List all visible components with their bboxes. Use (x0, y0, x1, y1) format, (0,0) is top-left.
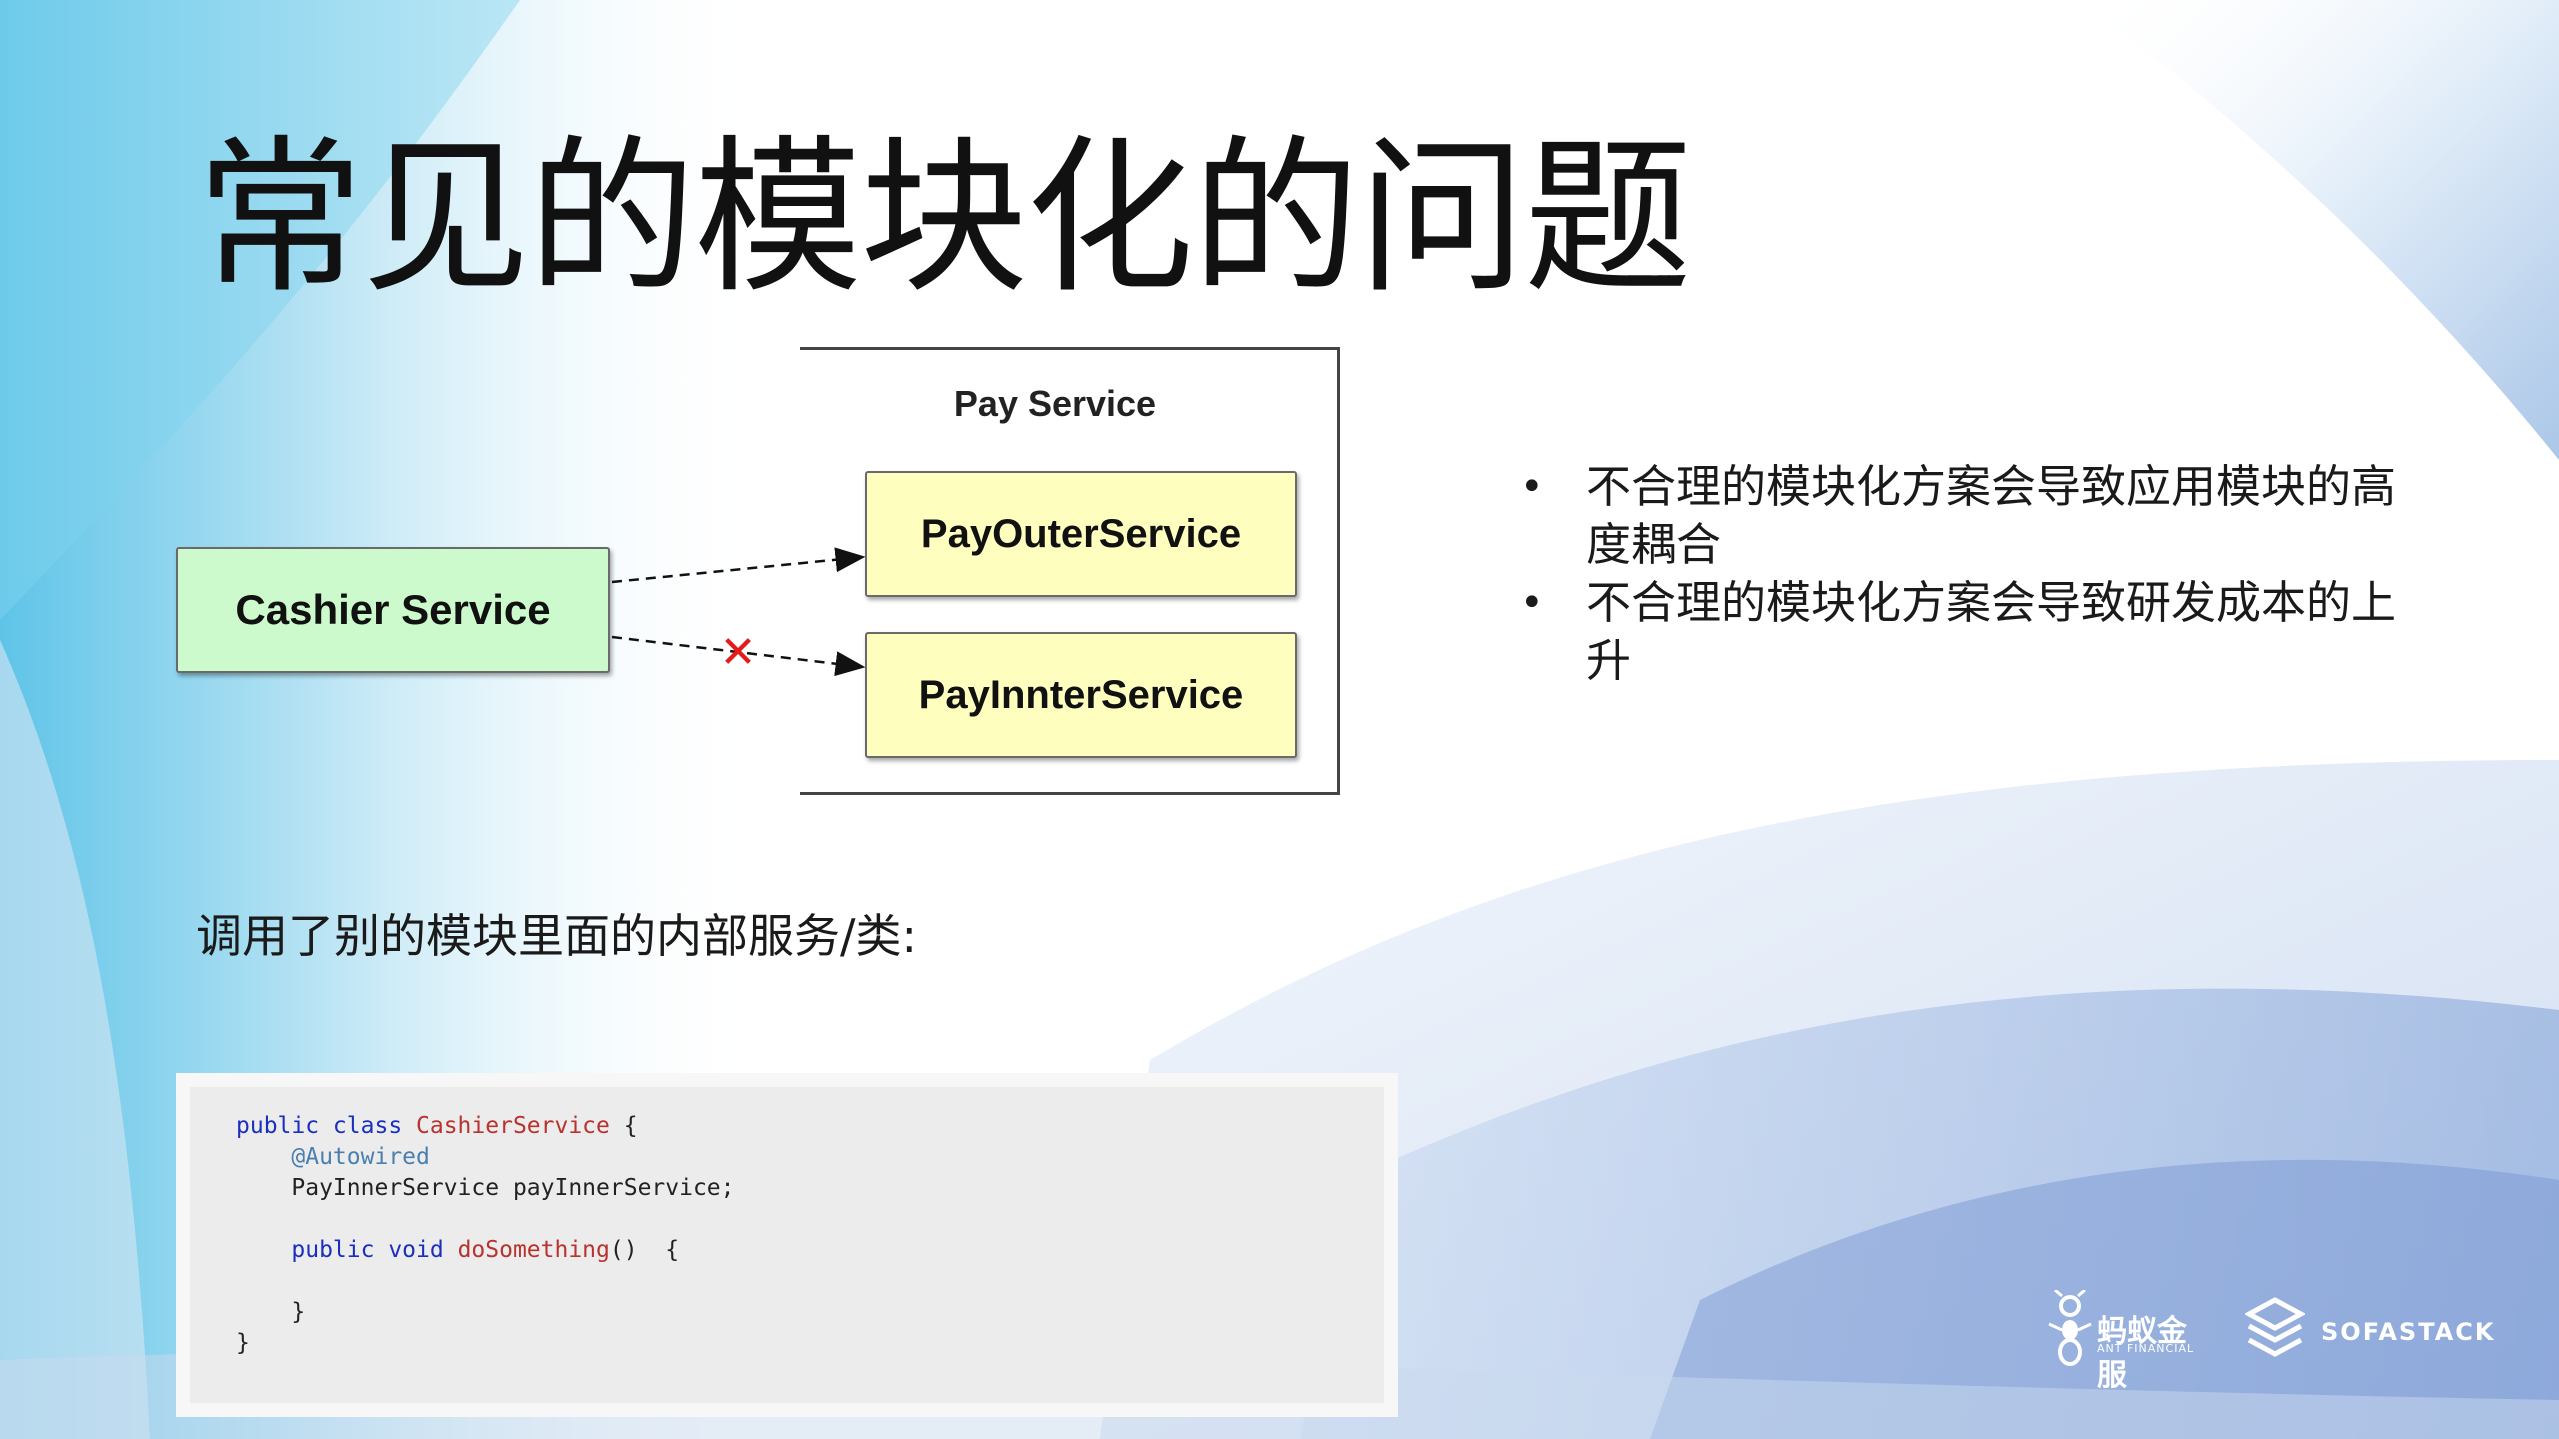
bullet-item: • 不合理的模块化方案会导致研发成本的上升 (1520, 574, 2420, 690)
cashier-service-label: Cashier Service (235, 586, 551, 633)
bullet-text: 不合理的模块化方案会导致应用模块的高度耦合 (1586, 460, 2397, 571)
pay-service-container-top-border (800, 347, 1340, 350)
pay-service-label: Pay Service (953, 383, 1157, 424)
dependency-arrows: ✕ (611, 547, 866, 678)
cashier-service-box: Cashier Service (176, 547, 610, 673)
sofastack-logo: SOFASTACK (2245, 1296, 2493, 1366)
sofastack-icon (2245, 1297, 2305, 1357)
code-annotation: @Autowired (236, 1144, 430, 1170)
bullet-dot: • (1520, 464, 1544, 510)
code-keyword: public void (236, 1237, 458, 1263)
pay-outer-service-box: PayOuterService (865, 471, 1297, 597)
bullet-item: • 不合理的模块化方案会导致应用模块的高度耦合 (1520, 458, 2420, 574)
ant-financial-text: 蚂蚁金服 (2097, 1314, 2187, 1393)
architecture-diagram: Pay Service ✕ Cashier Service PayOuterSe… (170, 345, 1360, 815)
ant-financial-logo: 蚂蚁金服 ANT FINANCIAL (2045, 1290, 2205, 1393)
code-caption: 调用了别的模块里面的内部服务/类: (196, 909, 917, 963)
code-text: () { (609, 1237, 680, 1263)
ant-financial-subtext: ANT FINANCIAL (2097, 1342, 2195, 1355)
bullet-list: • 不合理的模块化方案会导致应用模块的高度耦合 • 不合理的模块化方案会导致研发… (1520, 458, 2420, 690)
slide-title: 常见的模块化的问题 (196, 120, 1692, 316)
code-text: } (236, 1299, 306, 1325)
bullet-text: 不合理的模块化方案会导致研发成本的上升 (1586, 576, 2397, 687)
sofastack-text: SOFASTACK (2321, 1318, 2496, 1346)
pay-outer-service-label: PayOuterService (920, 511, 1242, 556)
code-snippet: public class CashierService { @Autowired… (236, 1111, 735, 1359)
bullet-dot: • (1520, 580, 1544, 626)
code-keyword: public class (236, 1113, 417, 1139)
arrow-to-outer-service (611, 547, 866, 584)
ant-icon (2048, 1290, 2092, 1366)
blocked-cross-mark: ✕ (720, 627, 757, 678)
code-text: } (236, 1330, 250, 1356)
code-text: PayInnerService payInnerService; (236, 1175, 735, 1201)
arrow-to-inner-service (611, 635, 866, 677)
code-text: { (609, 1113, 638, 1139)
code-method-name: doSomething (457, 1237, 610, 1263)
pay-inner-service-label: PayInnterService (918, 672, 1244, 717)
code-snippet-panel: public class CashierService { @Autowired… (176, 1073, 1398, 1417)
footer-logos: 蚂蚁金服 ANT FINANCIAL SOFASTACK (2045, 1290, 2493, 1393)
pay-inner-service-box: PayInnterService (865, 632, 1297, 758)
code-class-name: CashierService (416, 1113, 610, 1139)
